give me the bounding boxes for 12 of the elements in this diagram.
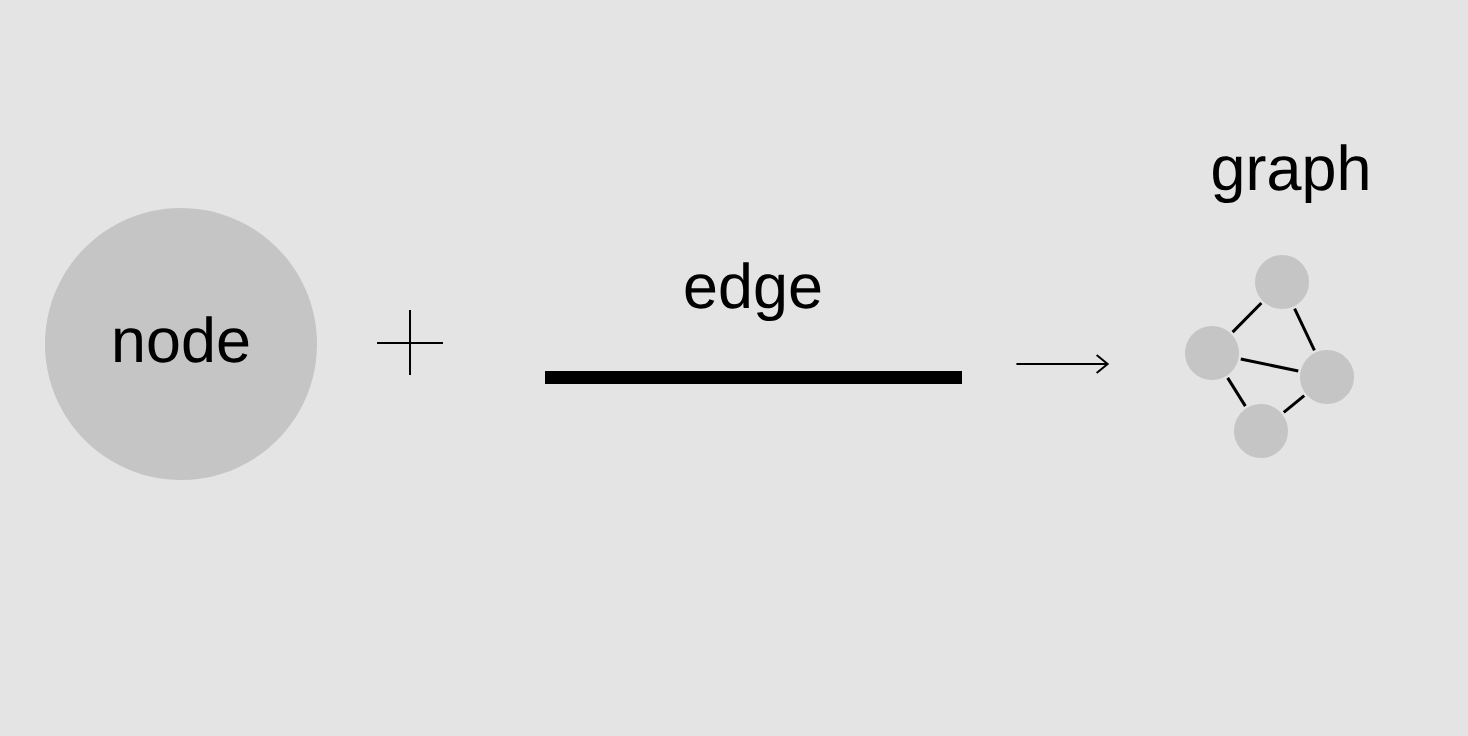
line: [1240, 357, 1299, 373]
circle: [1300, 350, 1354, 404]
line: [1293, 307, 1316, 352]
circle: [1185, 326, 1239, 380]
arrow: [1015, 354, 1110, 374]
line: [1226, 377, 1247, 407]
line: [1231, 301, 1263, 334]
circle: [1255, 255, 1309, 309]
line: [1282, 394, 1306, 414]
heading: edge: [685, 262, 821, 322]
heading: graph: [1213, 144, 1368, 204]
circle: [1234, 404, 1288, 458]
